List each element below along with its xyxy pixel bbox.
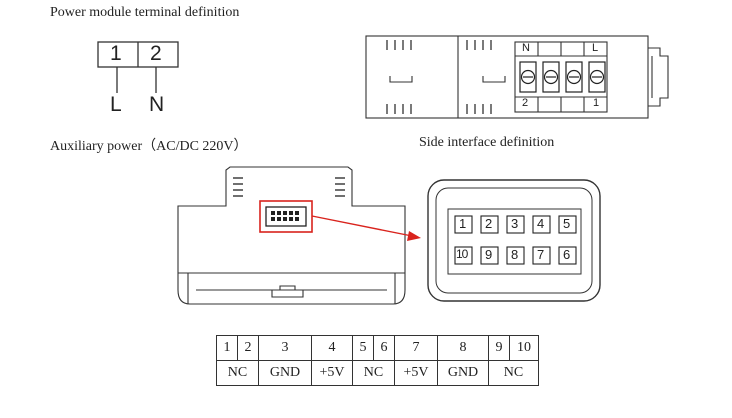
pin-number-cell: 6 [373, 335, 395, 361]
pin-signal-cell: NC [216, 360, 259, 386]
power-module-caption: Power module terminal definition [50, 5, 240, 20]
pin-number-cell: 10 [509, 335, 539, 361]
terminal-number-2: 2 [150, 42, 162, 65]
connector-pin-5: 5 [563, 216, 571, 231]
connector-pin-3: 3 [511, 216, 519, 231]
pin-number-cell: 2 [237, 335, 259, 361]
pin-number-cell: 4 [311, 335, 353, 361]
pin-signal-cell: NC [352, 360, 395, 386]
side-interface-caption: Side interface definition [419, 135, 555, 150]
connector-pin-7: 7 [537, 247, 545, 262]
pin-signal-cell: GND [437, 360, 489, 386]
side-top-label-n: N [522, 42, 530, 54]
pin-number-cell: 8 [437, 335, 489, 361]
side-bottom-label-2: 2 [522, 97, 529, 109]
connector-pin-6: 6 [563, 247, 571, 262]
side-top-label-l: L [592, 42, 599, 54]
pin-number-cell: 3 [258, 335, 312, 361]
pin-signal-cell: NC [488, 360, 539, 386]
pin-signal-cell: +5V [394, 360, 438, 386]
pin-number-row: 1 2 3 4 5 6 7 8 9 10 [216, 335, 539, 361]
pin-definition-table: 1 2 3 4 5 6 7 8 9 10 NC GND +5V NC +5V G… [216, 335, 539, 386]
side-bottom-label-1: 1 [593, 97, 600, 109]
pin-number-cell: 5 [352, 335, 374, 361]
terminal-letter-l: L [110, 93, 122, 116]
connector-pin-2: 2 [485, 216, 493, 231]
pin-signal-cell: GND [258, 360, 312, 386]
connector-pin-4: 4 [537, 216, 545, 231]
connector-pin-1: 1 [459, 216, 467, 231]
connector-pin-9: 9 [485, 247, 493, 262]
terminal-number-1: 1 [110, 42, 122, 65]
terminal-letter-n: N [149, 93, 165, 116]
pin-signal-row: NC GND +5V NC +5V GND NC [216, 360, 539, 386]
connector-pin-10: 10 [456, 247, 468, 261]
pin-number-cell: 7 [394, 335, 438, 361]
aux-power-caption: Auxiliary power（AC/DC 220V） [50, 139, 248, 154]
pin-signal-cell: +5V [311, 360, 353, 386]
callout-arrow [311, 215, 413, 237]
pin-number-cell: 9 [488, 335, 510, 361]
pin-number-cell: 1 [216, 335, 238, 361]
connector-pin-8: 8 [511, 247, 519, 262]
